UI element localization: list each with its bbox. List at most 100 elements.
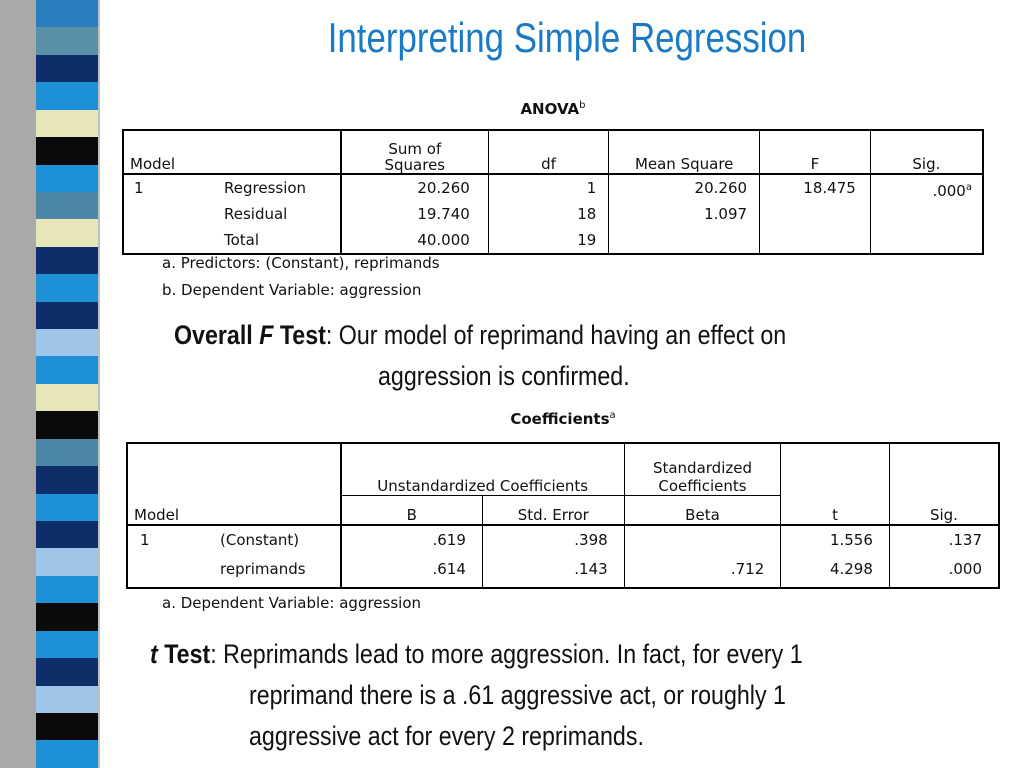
stripe-edge — [98, 0, 100, 768]
anova-header-model: Model — [122, 129, 342, 175]
stripe-block — [36, 301, 98, 330]
t-test-line3: aggressive act for every 2 reprimands. — [249, 721, 644, 751]
stripe-block — [36, 493, 98, 522]
coef-beta-constant — [631, 526, 765, 555]
coef-b-reprimands: .614 — [432, 560, 466, 578]
coef-header-unstd: Unstandardized Coefficients — [340, 442, 625, 496]
anova-model-number: 1 — [134, 179, 144, 197]
anova-ms-residual: 1.097 — [704, 205, 748, 223]
anova-header-sig: Sig. — [870, 129, 984, 175]
anova-label-residual: Residual — [224, 205, 288, 223]
coef-caption-text: Coefficients — [510, 410, 610, 428]
stripe-block — [36, 630, 98, 659]
coef-model-number: 1 — [140, 531, 150, 549]
anova-ms-regression: 20.260 — [694, 179, 748, 197]
stripe-block — [36, 109, 98, 138]
anova-caption-sup: b — [579, 100, 586, 111]
decorative-stripe — [0, 0, 100, 768]
stripe-block — [36, 521, 98, 549]
stripe-block — [36, 466, 98, 494]
stripe-block — [36, 191, 98, 220]
stripe-block — [36, 0, 98, 28]
coef-label-constant: (Constant) — [220, 531, 300, 549]
coef-sig-constant: .137 — [948, 531, 982, 549]
stripe-block — [36, 329, 98, 357]
f-test-bold-a: Overall — [174, 320, 260, 350]
anova-df-regression: 1 — [586, 179, 597, 197]
anova-caption-text: ANOVA — [520, 100, 580, 118]
stripe-block — [36, 219, 98, 247]
anova-label-total: Total — [224, 231, 260, 249]
stripe-block — [36, 658, 98, 686]
anova-note-b: b. Dependent Variable: aggression — [162, 281, 422, 299]
anova-header-df: df — [488, 129, 610, 175]
anova-header-f: F — [759, 129, 871, 175]
t-test-line2: reprimand there is a .61 aggressive act,… — [249, 680, 786, 710]
stripe-block — [36, 54, 98, 83]
anova-sig-regression: .000a — [877, 175, 972, 204]
anova-header-ss-2: Squares — [384, 156, 446, 174]
coef-header-row1: Model Unstandardized Coefficients Standa… — [126, 442, 1000, 526]
coef-t-reprimands: 4.298 — [829, 560, 873, 578]
stripe-block — [36, 383, 98, 412]
stripe-block — [36, 603, 98, 631]
anova-header-ms: Mean Square — [608, 129, 761, 175]
stripe-block — [36, 438, 98, 467]
coef-beta-cell: .712 — [624, 525, 782, 589]
t-test-rest: : Reprimands lead to more aggression. In… — [210, 639, 803, 669]
anova-f-cell: 18.475 — [759, 174, 871, 255]
f-test-rest: : Our model of reprimand having an effec… — [325, 320, 787, 350]
t-test-bold-italic: t — [150, 639, 158, 669]
coef-caption-sup: a — [609, 410, 616, 421]
stripe-block — [36, 685, 98, 713]
coef-header-row2: B Std. Error Beta — [127, 495, 999, 526]
anova-model-cell: 1 Regression Residual Total — [122, 174, 342, 255]
coef-header-model: Model — [126, 442, 342, 526]
stripe-shade — [0, 0, 36, 768]
stripe-block — [36, 274, 98, 302]
coef-model-cell: 1 (Constant) reprimands — [126, 525, 342, 589]
anova-df-total: 19 — [577, 231, 597, 249]
anova-ss-regression: 20.260 — [417, 179, 470, 197]
coef-header-t: t — [780, 442, 890, 526]
coef-se-reprimands: .143 — [574, 560, 608, 578]
coef-header-std-1: Standardized — [652, 458, 752, 477]
coef-b-constant: .619 — [432, 531, 466, 549]
f-test-line1: Overall F Test: Our model of reprimand h… — [174, 315, 786, 356]
anova-note-a: a. Predictors: (Constant), reprimands — [162, 254, 440, 272]
anova-df-residual: 18 — [577, 205, 597, 223]
stripe-block — [36, 548, 98, 576]
stripe-block — [36, 164, 98, 192]
slide-title: Interpreting Simple Regression — [327, 14, 807, 61]
f-test-bold-italic: F — [259, 320, 274, 350]
t-test-bold: Test — [157, 639, 211, 669]
stripe-block — [36, 712, 98, 741]
anova-label-regression: Regression — [224, 179, 307, 197]
anova-header-ss-1: Sum of — [388, 140, 442, 158]
stripe-block — [36, 27, 98, 55]
coef-beta-reprimands: .712 — [730, 560, 765, 578]
coef-table: Model Unstandardized Coefficients Standa… — [126, 442, 1000, 589]
anova-ms-cell: 20.260 1.097 — [608, 174, 761, 255]
anova-body-row: 1 Regression Residual Total 20.260 19.74… — [122, 174, 984, 255]
coef-b-cell: .619 .614 — [340, 525, 483, 589]
stripe-block — [36, 356, 98, 384]
coef-se-constant: .398 — [574, 531, 608, 549]
coef-header-beta: Beta — [624, 495, 782, 526]
anova-ss-total: 40.000 — [417, 231, 470, 249]
f-test-bold-b: Test — [273, 320, 326, 350]
coef-body-row: 1 (Constant) reprimands .619 .614 .398 .… — [126, 525, 1000, 589]
anova-ss-residual: 19.740 — [417, 205, 470, 223]
stripe-block — [36, 246, 98, 275]
coef-header-b: B — [340, 495, 483, 526]
stripe-block — [36, 575, 98, 604]
coef-t-cell: 1.556 4.298 — [780, 525, 890, 589]
anova-ss-cell: 20.260 19.740 40.000 — [340, 174, 489, 255]
coef-t-constant: 1.556 — [829, 531, 873, 549]
anova-sig-sup: a — [965, 182, 972, 193]
coef-sig-reprimands: .000 — [948, 560, 982, 578]
